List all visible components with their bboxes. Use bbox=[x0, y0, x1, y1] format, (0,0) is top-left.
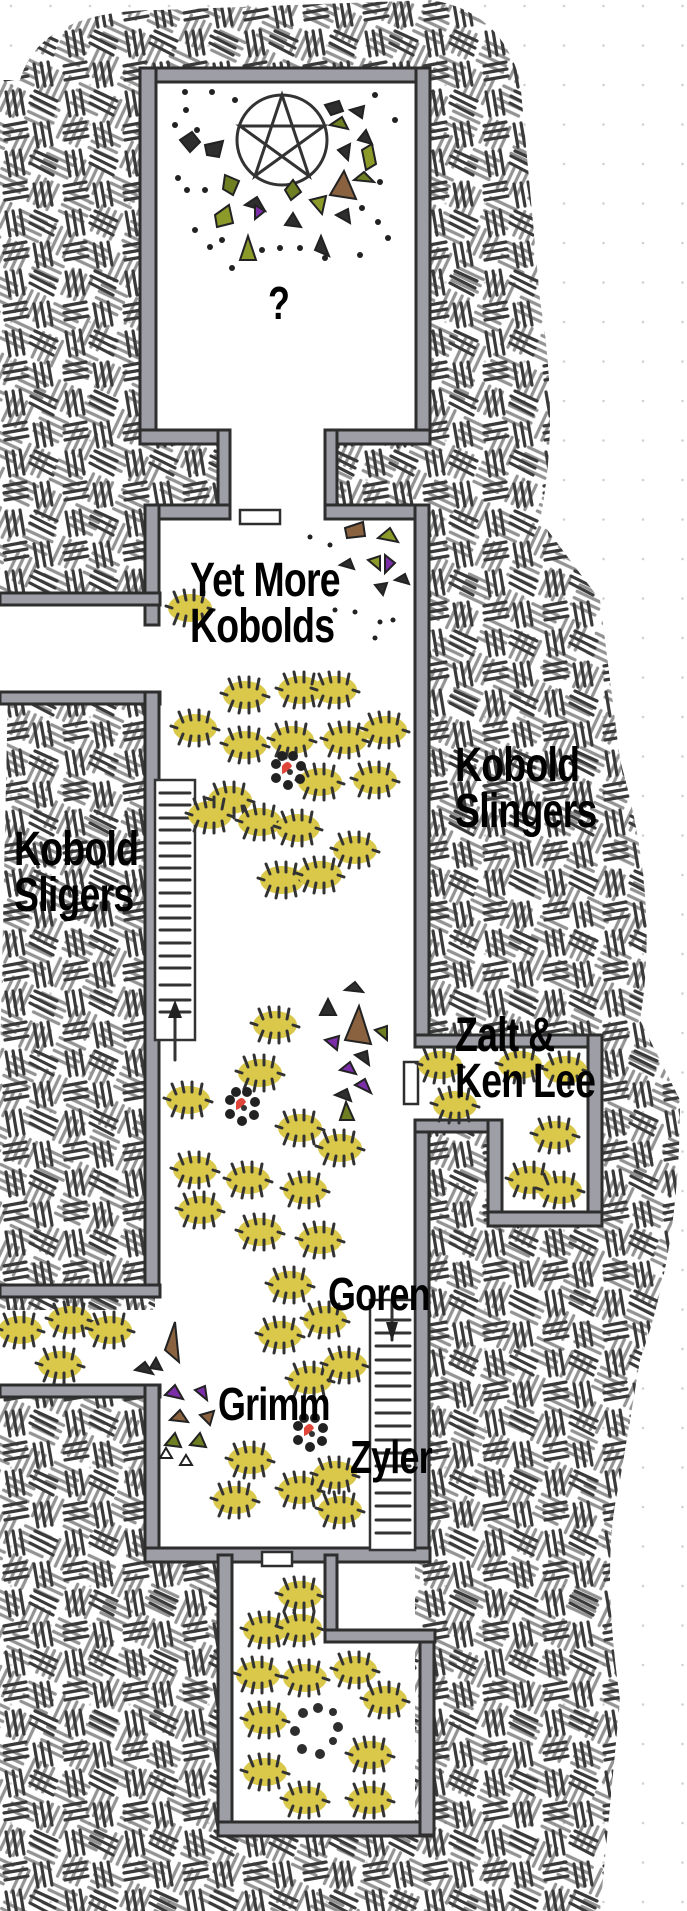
label-line: Kobolds bbox=[190, 599, 335, 653]
pentagram-icon bbox=[235, 90, 329, 187]
label-grimm: Grimm bbox=[218, 1378, 331, 1430]
label-line: Sligers bbox=[14, 868, 134, 922]
label-mystery: ? bbox=[268, 277, 290, 329]
rubble bbox=[132, 89, 411, 1759]
stairs-west bbox=[153, 778, 197, 1062]
label-kobold-sligers: Kobold Sligers bbox=[14, 823, 139, 922]
label-line: Slingers bbox=[455, 784, 597, 838]
label-goren: Goren bbox=[328, 1268, 431, 1320]
stairs-east bbox=[368, 1298, 417, 1552]
label-line: Kobold bbox=[455, 739, 580, 792]
label-kobold-slingers: Kobold Slingers bbox=[455, 739, 597, 838]
label-line: Zalt & bbox=[455, 1009, 555, 1062]
arrow-up-icon bbox=[168, 1000, 182, 1018]
label-line: Kobold bbox=[14, 823, 139, 876]
label-line: Yet More bbox=[190, 554, 341, 607]
label-zyler: Zyler bbox=[350, 1431, 433, 1483]
doors bbox=[238, 508, 420, 1568]
label-line: Ken Lee bbox=[455, 1054, 596, 1108]
label-yet-more-kobolds: Yet More Kobolds bbox=[190, 554, 341, 653]
label-zalt-ken-lee: Zalt & Ken Lee bbox=[455, 1009, 596, 1108]
arrow-down-icon bbox=[386, 1322, 398, 1342]
